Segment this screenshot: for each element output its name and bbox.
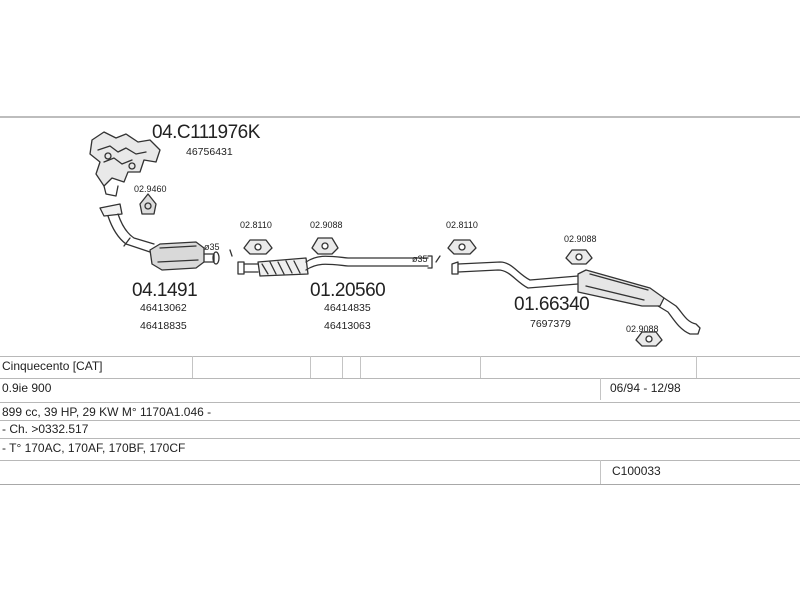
- front-pipe-drawing: [107, 213, 220, 271]
- fitting-label-1: 02.9460: [134, 184, 167, 194]
- catalogue-code: C100033: [612, 464, 661, 478]
- part-number-manifold: 04.C111976K: [152, 122, 260, 143]
- production-period: 06/94 - 12/98: [610, 381, 681, 395]
- table-divider: [600, 378, 601, 400]
- diameter-arrows: [229, 249, 441, 263]
- model-name: Cinquecento [CAT]: [2, 359, 103, 373]
- engine: 0.9ie 900: [2, 381, 52, 395]
- rear-silencer-drawing: [451, 261, 701, 335]
- table-row: [0, 438, 800, 439]
- exhaust-system-sheet: 04.C111976K 46756431 04.1491 46413062 46…: [0, 116, 800, 488]
- table-divider: [342, 356, 343, 378]
- fitting-label-2: 02.8110: [240, 220, 272, 230]
- table-divider: [310, 356, 311, 378]
- middle-pipe-drawing: [237, 255, 433, 277]
- table-divider: [480, 356, 481, 378]
- fitting-label-4: 02.8110: [446, 220, 478, 230]
- table-row: [0, 356, 800, 357]
- table-row: [0, 378, 800, 379]
- diameter-label-1: ø35: [204, 242, 220, 252]
- exhaust-manifold-drawing: [89, 131, 161, 197]
- part-ref-rear-silencer: 7697379: [530, 318, 571, 330]
- gasket-drawing: [139, 193, 157, 215]
- part-number-rear-silencer: 01.66340: [514, 294, 590, 315]
- part-number-middle-pipe: 01.20560: [310, 280, 386, 301]
- chassis-number: - Ch. >0332.517: [2, 422, 89, 436]
- table-row: [0, 460, 800, 461]
- type-codes: - T° 170AC, 170AF, 170BF, 170CF: [2, 441, 186, 455]
- table-row: [0, 402, 800, 403]
- part-ref-middle-pipe-2: 46413063: [324, 320, 371, 332]
- table-bottom-border: [0, 484, 800, 485]
- table-row: [0, 420, 800, 421]
- table-divider: [192, 356, 193, 378]
- fitting-label-6: 02.9088: [626, 324, 659, 334]
- engine-specs: 899 cc, 39 HP, 29 KW M° 1170A1.046 -: [2, 405, 212, 419]
- exhaust-diagram: 04.C111976K 46756431 04.1491 46413062 46…: [0, 116, 800, 356]
- flange-drawing: [99, 203, 123, 217]
- exhaust-drawing: [89, 131, 701, 347]
- table-divider: [360, 356, 361, 378]
- part-ref-front-pipe-2: 46418835: [140, 320, 187, 332]
- part-ref-middle-pipe-1: 46414835: [324, 302, 371, 314]
- part-ref-front-pipe-1: 46413062: [140, 302, 187, 314]
- fitting-label-5: 02.9088: [564, 234, 597, 244]
- part-number-front-pipe: 04.1491: [132, 280, 198, 301]
- part-ref-manifold: 46756431: [186, 146, 233, 158]
- fitting-label-3: 02.9088: [310, 220, 343, 230]
- sheet-top-border: [0, 116, 800, 118]
- table-divider: [696, 356, 697, 378]
- hangers-drawing: [243, 237, 663, 347]
- diameter-label-2: ø35: [412, 254, 428, 264]
- table-divider: [600, 460, 601, 484]
